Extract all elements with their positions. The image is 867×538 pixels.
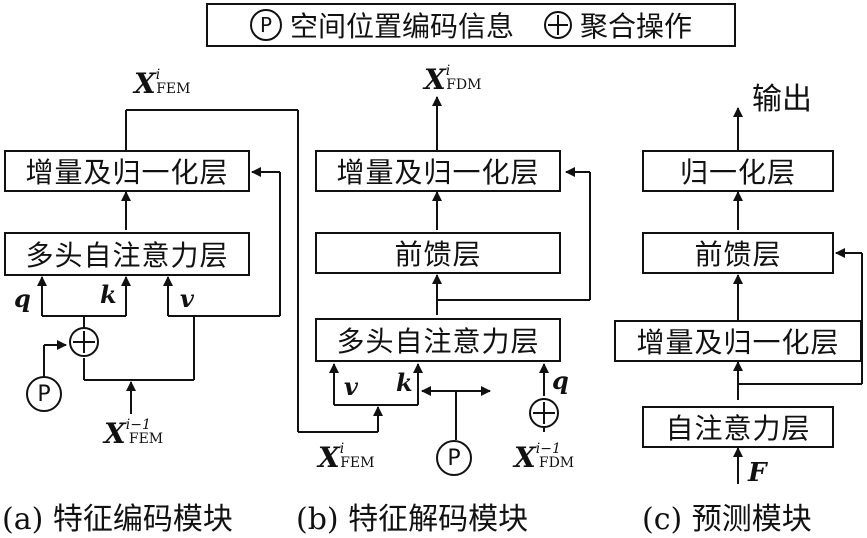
dec-fdm-input-label: Xi−1FDM <box>514 441 575 474</box>
dec-feedforward-layer: 前馈层 <box>315 232 561 274</box>
enc-k-label: k <box>100 280 117 309</box>
dec-q-label: q <box>552 366 569 395</box>
dec-position-encoding-node: P <box>436 440 472 476</box>
enc-multihead-attention-layer: 多头自注意力层 <box>4 232 250 276</box>
enc-add-norm-layer: 增量及归一化层 <box>4 150 250 192</box>
pred-add-norm-layer: 增量及归一化层 <box>614 320 862 362</box>
enc-output-label: XiFEM <box>134 67 191 100</box>
dec-add-norm-layer: 增量及归一化层 <box>315 150 561 192</box>
legend-position-text: 空间位置编码信息 <box>289 10 514 43</box>
legend: P 空间位置编码信息 聚合操作 <box>206 3 736 47</box>
enc-position-encoding-node: P <box>26 376 62 412</box>
dec-v-label: v <box>344 372 358 401</box>
position-encoding-symbol: P <box>249 9 282 41</box>
pred-self-attention-layer: 自注意力层 <box>642 406 834 448</box>
legend-aggregation-text: 聚合操作 <box>580 10 693 43</box>
enc-aggregation-node <box>69 327 99 357</box>
pred-caption: (c) 预测模块 <box>642 502 812 537</box>
dec-caption: (b) 特征解码模块 <box>296 502 529 537</box>
dec-output-label: XiFDM <box>424 63 482 96</box>
dec-aggregation-node <box>529 398 559 428</box>
pred-feedforward-layer: 前馈层 <box>642 232 834 274</box>
dec-fem-input-label: XiFEM <box>318 441 375 474</box>
aggregation-symbol <box>544 11 572 39</box>
enc-q-label: q <box>14 284 31 313</box>
pred-input-label: F <box>748 458 767 488</box>
enc-v-label: v <box>180 284 194 313</box>
dec-multihead-attention-layer: 多头自注意力层 <box>315 318 561 362</box>
enc-input-label: Xi−1FEM <box>104 417 164 450</box>
pred-norm-layer: 归一化层 <box>642 150 834 192</box>
pred-output-label: 输出 <box>752 82 812 117</box>
dec-k-label: k <box>396 368 413 397</box>
enc-caption: (a) 特征编码模块 <box>2 502 233 537</box>
